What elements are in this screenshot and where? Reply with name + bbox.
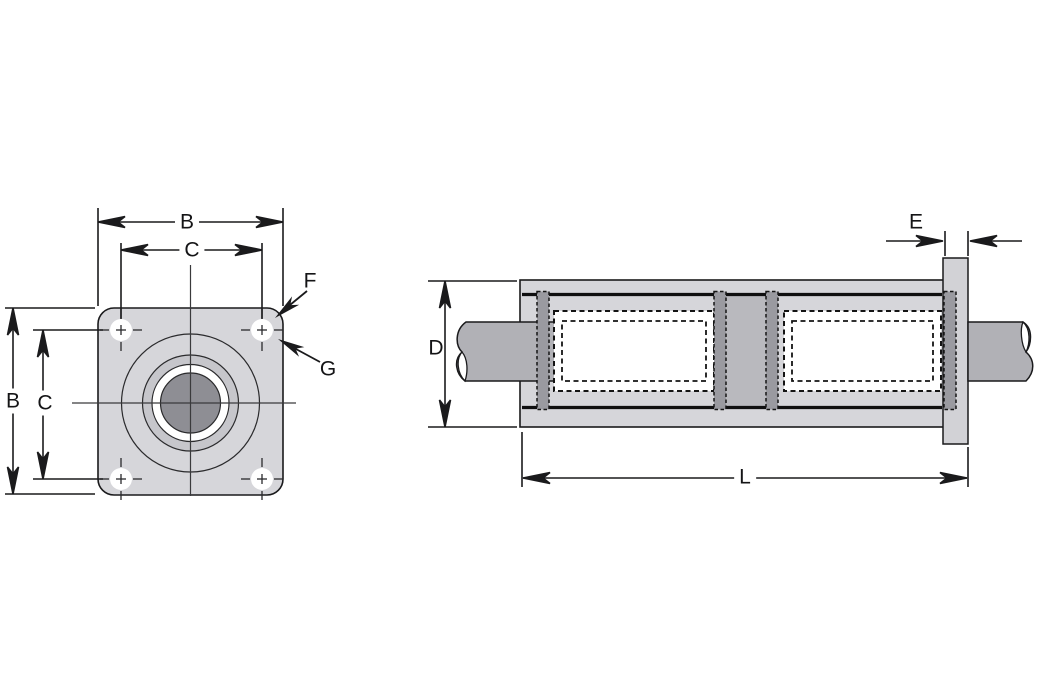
dim-label-flange-thickness: E [908, 210, 924, 234]
seal-rings [536, 290, 957, 411]
mounting-holes [100, 309, 283, 500]
shaft-break-line [1020, 320, 1030, 354]
dim-label-width-outer: B [174, 209, 200, 235]
front-view [5, 208, 321, 500]
dim-label-hole: G [319, 357, 337, 381]
dim-flange-thickness-E [886, 231, 1022, 256]
dim-label-height-outer: B [0, 388, 26, 414]
shaft-right [967, 320, 1034, 382]
dim-label-height-inner: C [32, 390, 58, 416]
leader-F [271, 290, 308, 323]
mounting-hole [241, 458, 283, 500]
dim-label-corner: F [303, 269, 317, 293]
dim-diameter-D [428, 280, 517, 428]
mounting-hole [100, 458, 142, 500]
dim-label-diameter: D [428, 336, 444, 360]
shaft-break-line [457, 351, 468, 383]
center-spacer [726, 296, 766, 407]
ball-circuits [553, 310, 942, 392]
dim-label-width-inner: C [179, 237, 205, 263]
dim-label-length: L [734, 464, 756, 490]
leader-G [275, 334, 321, 363]
side-view [428, 231, 1034, 487]
shaft-left [455, 321, 559, 383]
